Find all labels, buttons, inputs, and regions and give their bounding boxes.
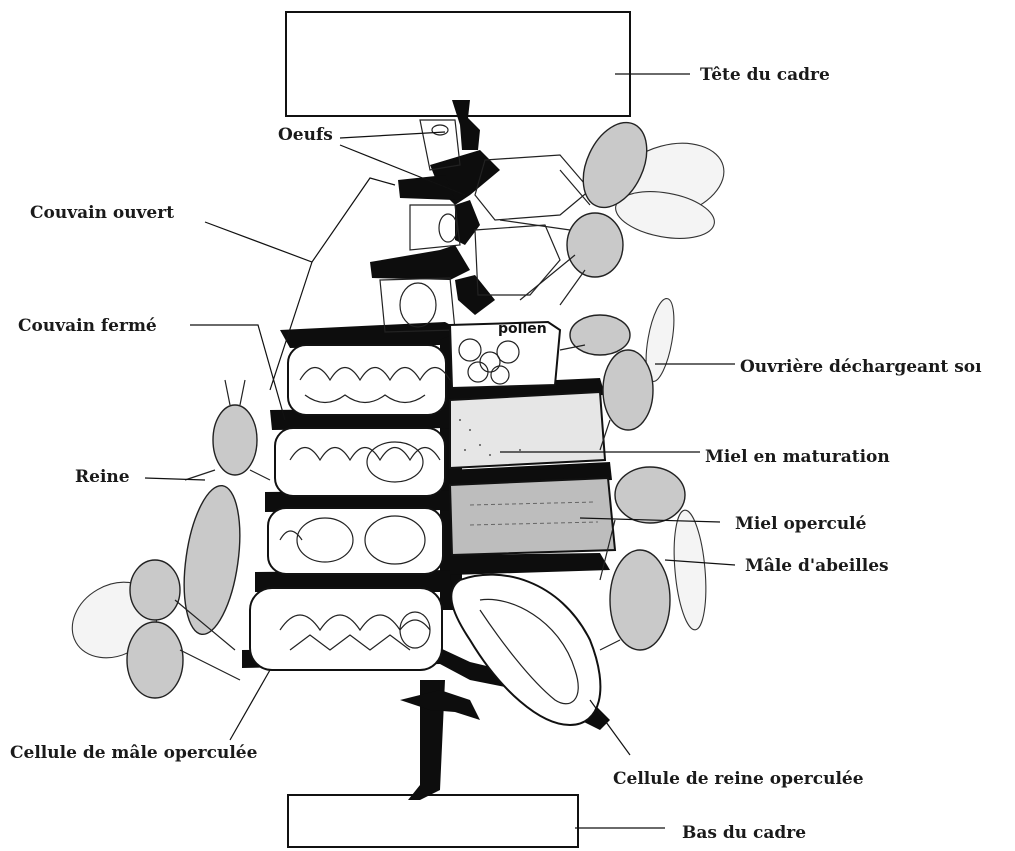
label-reine: Reine: [75, 467, 130, 487]
drone-bee: [600, 467, 710, 650]
label-couvain-ferme: Couvain fermé: [18, 316, 157, 336]
queen-cell: [451, 575, 600, 725]
label-male-abeilles: Mâle d'abeilles: [745, 556, 889, 576]
honey-maturing-cell: [450, 392, 605, 468]
pollen-cell: pollen: [450, 321, 560, 388]
label-cellule-reine: Cellule de reine operculée: [613, 769, 864, 789]
label-ouvriere: Ouvrière déchargeant soı: [740, 357, 982, 377]
frame-bottom-bar: [288, 795, 578, 847]
label-miel-maturation: Miel en maturation: [705, 447, 890, 467]
label-couvain-ouvert: Couvain ouvert: [30, 203, 174, 223]
sealed-brood-cells: [268, 345, 450, 574]
label-miel-opercule: Miel operculé: [735, 514, 867, 534]
pollen-label: pollen: [498, 321, 547, 337]
label-bas-du-cadre: Bas du cadre: [682, 823, 806, 843]
label-oeufs: Oeufs: [278, 125, 333, 145]
worker-bee-top: [500, 112, 732, 305]
label-tete-du-cadre: Tête du cadre: [700, 65, 830, 85]
label-cellule-male: Cellule de mâle operculée: [10, 743, 258, 763]
sealed-drone-cell: [250, 588, 442, 670]
honey-capped-cell: [450, 478, 615, 555]
